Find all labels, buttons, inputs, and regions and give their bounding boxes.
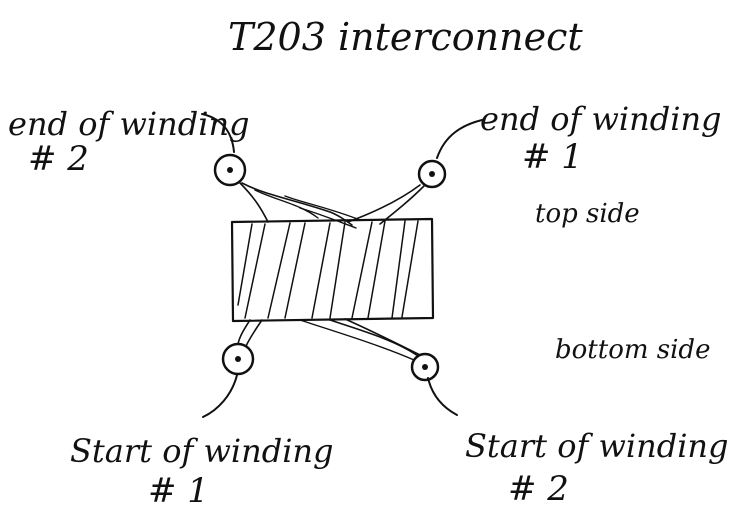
terminal-top-right: [417, 159, 447, 189]
label-start-winding-2: Start of winding: [465, 427, 729, 465]
leader-start-winding-1: [202, 374, 238, 418]
label-bottom-side: bottom side: [555, 335, 710, 365]
label-top-side: top side: [535, 199, 640, 229]
label-start-winding-1: Start of winding: [70, 432, 334, 470]
label-start-winding-2-number: # 2: [508, 469, 569, 509]
label-start-winding-1-number: # 1: [148, 471, 209, 510]
leader-start-winding-2: [427, 377, 458, 416]
label-end-winding-1-number: # 1: [522, 137, 583, 177]
label-end-winding-2: end of winding: [8, 105, 250, 143]
label-end-winding-1: end of winding: [480, 100, 722, 138]
diagram-title: T203 interconnect: [228, 15, 583, 59]
top-wires: [239, 182, 425, 229]
bottom-wires: [237, 318, 421, 361]
leader-end-winding-2: [201, 113, 235, 153]
leader-end-winding-1: [436, 119, 483, 159]
label-end-winding-2-number: # 2: [28, 139, 89, 179]
transformer-core: [230, 217, 435, 323]
terminal-bottom-right: [410, 352, 440, 382]
terminal-bottom-left: [221, 342, 255, 376]
terminal-top-left: [213, 153, 247, 187]
